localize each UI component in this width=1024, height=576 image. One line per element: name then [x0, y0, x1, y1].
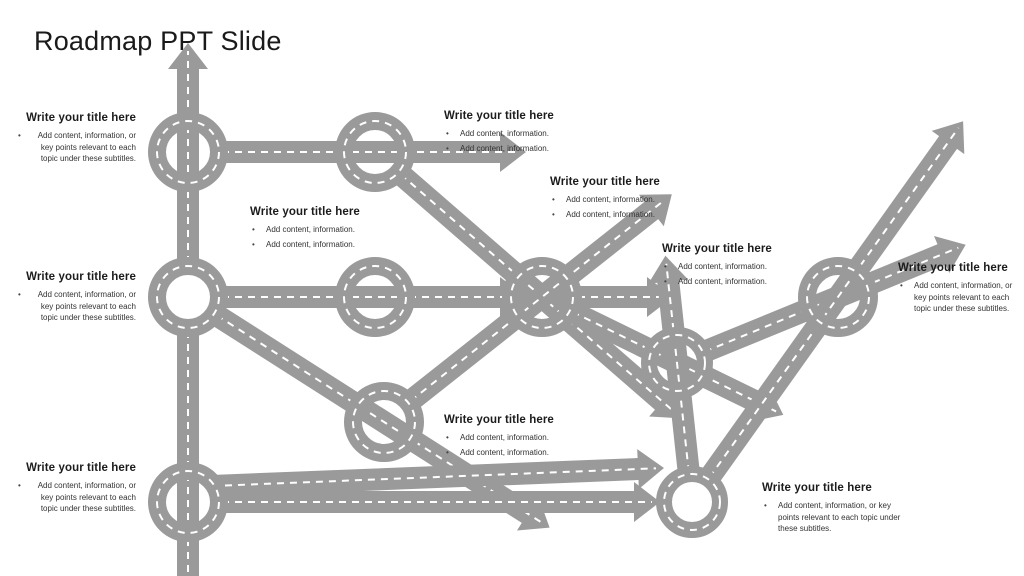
- road-segment-n10-to-n8: [700, 121, 965, 484]
- bullet-marker: •: [446, 433, 449, 442]
- roadmap-node-n8[interactable]: [798, 257, 878, 337]
- bullet-text: Add content, information.: [678, 262, 767, 271]
- roadmap-node-n7[interactable]: [641, 327, 713, 399]
- roadmap-node-n10[interactable]: [656, 466, 728, 538]
- bullet-marker: •: [252, 225, 255, 234]
- road-segment-n3-to-n9: [177, 331, 199, 576]
- bullet-list: • Add content, information. • Add content,…: [444, 432, 624, 458]
- bullet-marker: •: [664, 262, 667, 271]
- roadmap-node-n1[interactable]: [148, 112, 228, 192]
- bullet-marker: •: [664, 276, 667, 286]
- roadmap-node-n9[interactable]: [148, 462, 228, 542]
- bullet-item: • Add content, information.: [250, 224, 430, 236]
- bullet-text: Add content, information.: [460, 129, 549, 138]
- bullet-list: • Add content, information. • Add content,…: [444, 128, 624, 154]
- bullet-text: Add content, information, or key points …: [37, 290, 136, 323]
- bullet-text: Add content, information.: [266, 225, 355, 234]
- bullet-item: • Add content, information, or key points…: [762, 500, 910, 535]
- bullet-marker: •: [18, 290, 21, 299]
- bullet-text: Add content, information.: [678, 276, 767, 286]
- text-block-title: Write your title here: [444, 110, 554, 122]
- bullet-item: • Add content, information.: [550, 209, 730, 221]
- bullet-list: • Add content, information. • Add content,…: [550, 194, 730, 220]
- bullet-list: • Add content, information, or key points…: [18, 289, 136, 324]
- bullet-list: • Add content, information, or key points…: [762, 500, 910, 535]
- roadmap-node-n3[interactable]: [148, 257, 228, 337]
- text-block-lower-center: Write your title here • Add content, info…: [444, 414, 624, 461]
- bullet-item: • Add content, information.: [444, 143, 624, 155]
- bullet-item: • Add content, information.: [444, 432, 624, 444]
- roadmap-node-n6[interactable]: [344, 382, 424, 462]
- bullet-marker: •: [552, 195, 555, 204]
- bullet-item: • Add content, information, or key points…: [898, 280, 1018, 315]
- bullet-list: • Add content, information, or key points…: [18, 480, 136, 515]
- bullet-item: • Add content, information, or key points…: [18, 130, 136, 165]
- bullet-item: • Add content, information, or key points…: [18, 289, 136, 324]
- bullet-marker: •: [552, 209, 555, 219]
- bullet-item: • Add content, information.: [662, 261, 842, 273]
- bullet-item: • Add content, information.: [662, 276, 842, 288]
- text-block-title: Write your title here: [444, 414, 554, 426]
- bullet-item: • Add content, information.: [550, 194, 730, 206]
- bullet-text: Add content, information, or key points …: [778, 501, 901, 534]
- text-block-bottom-right: Write your title here • Add content, info…: [762, 482, 910, 538]
- text-block-title: Write your title here: [898, 262, 1008, 274]
- bullet-text: Add content, information, or key points …: [914, 281, 1013, 314]
- bullet-marker: •: [446, 129, 449, 138]
- bullet-marker: •: [252, 239, 255, 249]
- text-block-title: Write your title here: [762, 482, 872, 494]
- text-block-top-center: Write your title here • Add content, info…: [444, 110, 624, 157]
- bullet-text: Add content, information, or key points …: [37, 481, 136, 514]
- text-block-title: Write your title here: [250, 206, 360, 218]
- text-block-far-right: Write your title here • Add content, info…: [898, 262, 1018, 318]
- bullet-marker: •: [446, 447, 449, 457]
- road-segment-n9-to-n10-diagonal: [211, 449, 664, 497]
- bullet-text: Add content, information.: [460, 433, 549, 442]
- text-block-mid-right: Write your title here • Add content, info…: [662, 243, 842, 290]
- text-block-mid-left: Write your title here • Add content, info…: [18, 271, 136, 327]
- bullet-text: Add content, information.: [460, 447, 549, 457]
- text-block-mid-left-label: Write your title here • Add content, info…: [250, 206, 430, 253]
- text-block-title: Write your title here: [26, 271, 136, 283]
- text-block-upper-right: Write your title here • Add content, info…: [550, 176, 730, 223]
- bullet-marker: •: [446, 143, 449, 153]
- roads-layer: [168, 43, 966, 576]
- bullet-text: Add content, information.: [566, 195, 655, 204]
- bullet-list: • Add content, information, or key points…: [898, 280, 1018, 315]
- bullet-item: • Add content, information.: [250, 239, 430, 251]
- roadmap-node-n2[interactable]: [335, 112, 415, 192]
- roadmap-node-n5[interactable]: [502, 257, 582, 337]
- bullet-item: • Add content, information.: [444, 128, 624, 140]
- bullet-item: • Add content, information, or key points…: [18, 480, 136, 515]
- nodes-layer: [148, 112, 878, 542]
- text-block-bottom-left: Write your title here • Add content, info…: [18, 462, 136, 518]
- bullet-list: • Add content, information. • Add content,…: [662, 261, 842, 287]
- road-segment-n1-to-n2: [222, 132, 526, 172]
- bullet-marker: •: [764, 501, 767, 510]
- bullet-marker: •: [18, 481, 21, 490]
- road-segment-n6-to-n5: [403, 194, 672, 410]
- road-segment-n10-to-n7: [648, 255, 700, 474]
- bullet-text: Add content, information, or key points …: [37, 131, 136, 164]
- bullet-item: • Add content, information.: [444, 447, 624, 459]
- roadmap-node-n4[interactable]: [335, 257, 415, 337]
- bullet-text: Add content, information.: [266, 239, 355, 249]
- road-segment-n3-to-n1: [168, 43, 208, 263]
- page-title: Roadmap PPT Slide: [34, 26, 282, 56]
- bullet-list: • Add content, information. • Add content,…: [250, 224, 430, 250]
- text-block-title: Write your title here: [662, 243, 772, 255]
- text-block-title: Write your title here: [26, 462, 136, 474]
- text-block-top-left: Write your title here • Add content, info…: [18, 112, 136, 168]
- bullet-text: Add content, information.: [566, 209, 655, 219]
- bullet-marker: •: [900, 281, 903, 290]
- bullet-text: Add content, information.: [460, 143, 549, 153]
- bullet-marker: •: [18, 131, 21, 140]
- bullet-list: • Add content, information, or key points…: [18, 130, 136, 165]
- text-block-title: Write your title here: [550, 176, 660, 188]
- text-block-title: Write your title here: [26, 112, 136, 124]
